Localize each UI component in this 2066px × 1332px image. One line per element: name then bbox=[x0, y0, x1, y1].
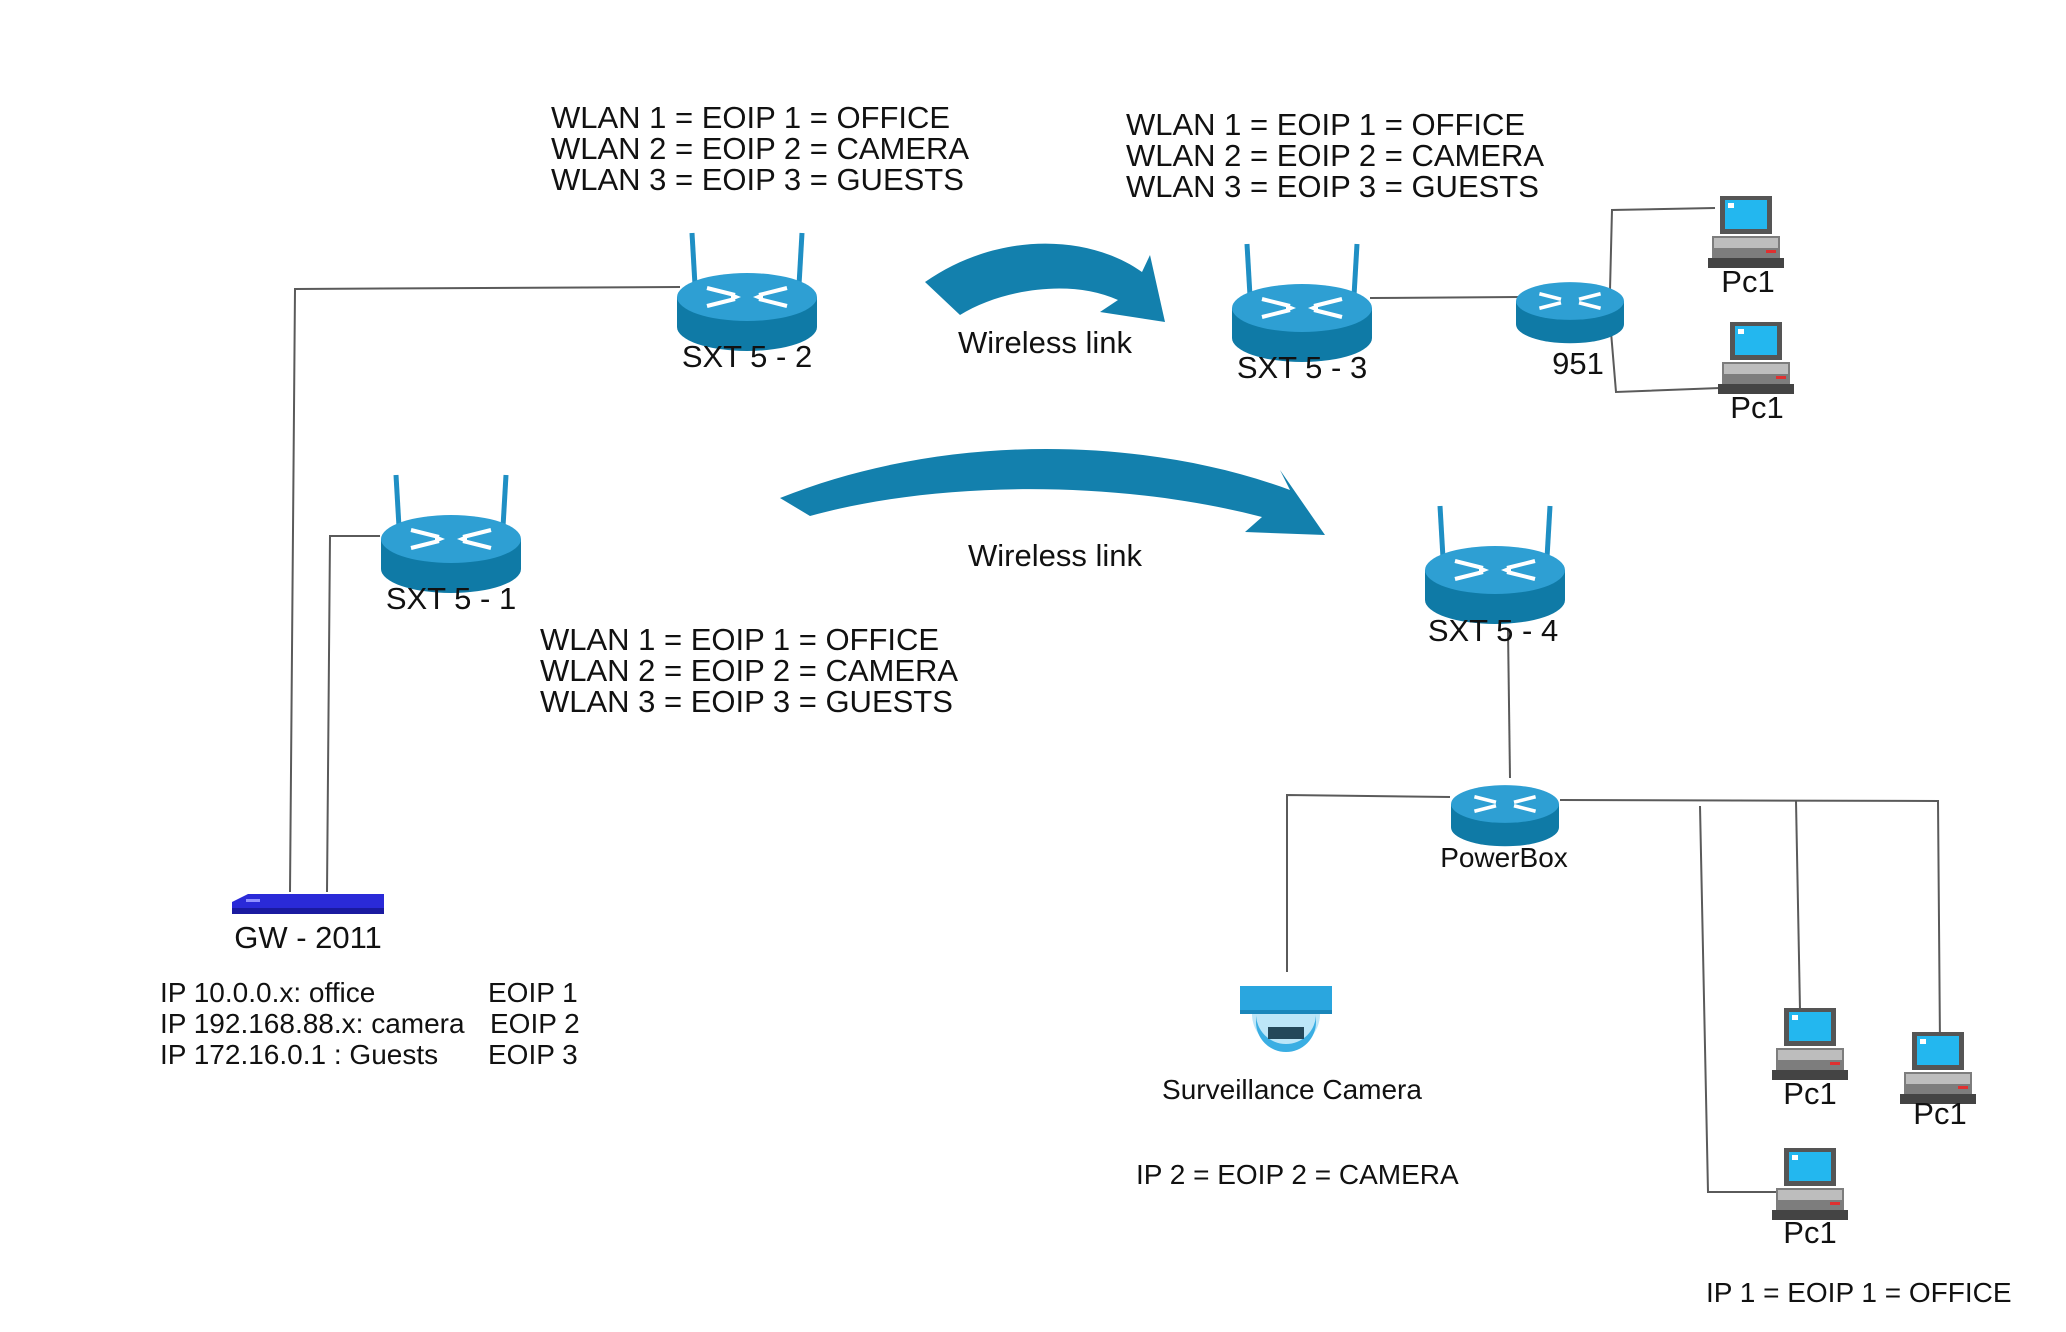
pc-office-1[interactable]: Pc1 bbox=[1772, 1008, 1848, 1111]
device-label: Pc1 bbox=[1721, 264, 1774, 299]
links bbox=[289, 207, 1941, 1193]
wireless-arrow-lower bbox=[780, 449, 1325, 535]
wlan-line: WLAN 1 = EOIP 1 = OFFICE bbox=[540, 622, 939, 657]
switch-icon bbox=[232, 894, 384, 914]
router-sxt-5-1[interactable]: SXT 5 - 1 bbox=[381, 475, 521, 616]
device-label: 951 bbox=[1552, 346, 1604, 381]
ip-line: IP 192.168.88.x: camera bbox=[160, 1008, 465, 1039]
device-label: Pc1 bbox=[1783, 1215, 1836, 1250]
device-label: Pc1 bbox=[1783, 1076, 1836, 1111]
device-label: Pc1 bbox=[1913, 1096, 1966, 1131]
wlan-line: WLAN 3 = EOIP 3 = GUESTS bbox=[1126, 169, 1539, 204]
device-label: SXT 5 - 4 bbox=[1428, 613, 1558, 648]
pc-icon bbox=[1718, 322, 1794, 394]
wlan-line: WLAN 2 = EOIP 2 = CAMERA bbox=[551, 131, 969, 166]
router-icon bbox=[1449, 783, 1561, 849]
ip-line: IP 172.16.0.1 : Guests bbox=[160, 1039, 438, 1070]
surveillance-camera[interactable]: Surveillance Camera bbox=[1162, 986, 1422, 1105]
router-951[interactable]: 951 bbox=[1514, 280, 1626, 381]
pc-top-right-1[interactable]: Pc1 bbox=[1708, 196, 1784, 299]
router-sxt-5-4[interactable]: SXT 5 - 4 bbox=[1425, 506, 1565, 648]
wlan-line: WLAN 1 = EOIP 1 = OFFICE bbox=[1126, 107, 1525, 142]
wireless-link-label-upper: Wireless link bbox=[958, 325, 1132, 360]
wlan-line: WLAN 3 = EOIP 3 = GUESTS bbox=[551, 162, 964, 197]
ip-line: IP 10.0.0.x: office bbox=[160, 977, 375, 1008]
camera-icon bbox=[1240, 986, 1332, 1052]
pc-office-2[interactable]: Pc1 bbox=[1900, 1032, 1976, 1131]
wlan-line: WLAN 2 = EOIP 2 = CAMERA bbox=[1126, 138, 1544, 173]
eoip-line: EOIP 1 bbox=[488, 977, 578, 1008]
office-note: IP 1 = EOIP 1 = OFFICE bbox=[1706, 1277, 2012, 1308]
router-icon bbox=[1514, 280, 1626, 346]
gateway-ip-table: IP 10.0.0.x: office EOIP 1 IP 192.168.88… bbox=[160, 977, 580, 1070]
device-label: SXT 5 - 1 bbox=[386, 581, 516, 616]
eoip-line: EOIP 3 bbox=[488, 1039, 578, 1070]
device-label: Surveillance Camera bbox=[1162, 1074, 1422, 1105]
wlan-line: WLAN 2 = EOIP 2 = CAMERA bbox=[540, 653, 958, 688]
device-label: Pc1 bbox=[1730, 390, 1783, 425]
wlan-line: WLAN 1 = EOIP 1 = OFFICE bbox=[551, 100, 950, 135]
pc-office-3[interactable]: Pc1 bbox=[1772, 1148, 1848, 1250]
camera-note: IP 2 = EOIP 2 = CAMERA bbox=[1136, 1159, 1459, 1190]
eoip-line: EOIP 2 bbox=[490, 1008, 580, 1039]
router-sxt-5-3[interactable]: SXT 5 - 3 bbox=[1232, 244, 1372, 385]
device-label: SXT 5 - 3 bbox=[1237, 350, 1367, 385]
wireless-link-label-lower: Wireless link bbox=[968, 538, 1142, 573]
pc-icon bbox=[1900, 1032, 1976, 1104]
wlan-line: WLAN 3 = EOIP 3 = GUESTS bbox=[540, 684, 953, 719]
device-label: GW - 2011 bbox=[234, 920, 382, 955]
router-icon bbox=[677, 233, 817, 351]
router-icon bbox=[1232, 244, 1372, 362]
device-label: PowerBox bbox=[1440, 842, 1568, 873]
pc-icon bbox=[1772, 1008, 1848, 1080]
router-powerbox[interactable]: PowerBox bbox=[1440, 783, 1568, 873]
pc-icon bbox=[1772, 1148, 1848, 1220]
wireless-arrow-upper bbox=[925, 243, 1165, 322]
pc-top-right-2[interactable]: Pc1 bbox=[1718, 322, 1794, 425]
router-sxt-5-2[interactable]: SXT 5 - 2 bbox=[677, 233, 817, 374]
device-label: SXT 5 - 2 bbox=[682, 339, 812, 374]
router-icon bbox=[381, 475, 521, 593]
pc-icon bbox=[1708, 196, 1784, 268]
router-icon bbox=[1425, 506, 1565, 624]
gateway-gw-2011[interactable]: GW - 2011 bbox=[232, 894, 384, 955]
